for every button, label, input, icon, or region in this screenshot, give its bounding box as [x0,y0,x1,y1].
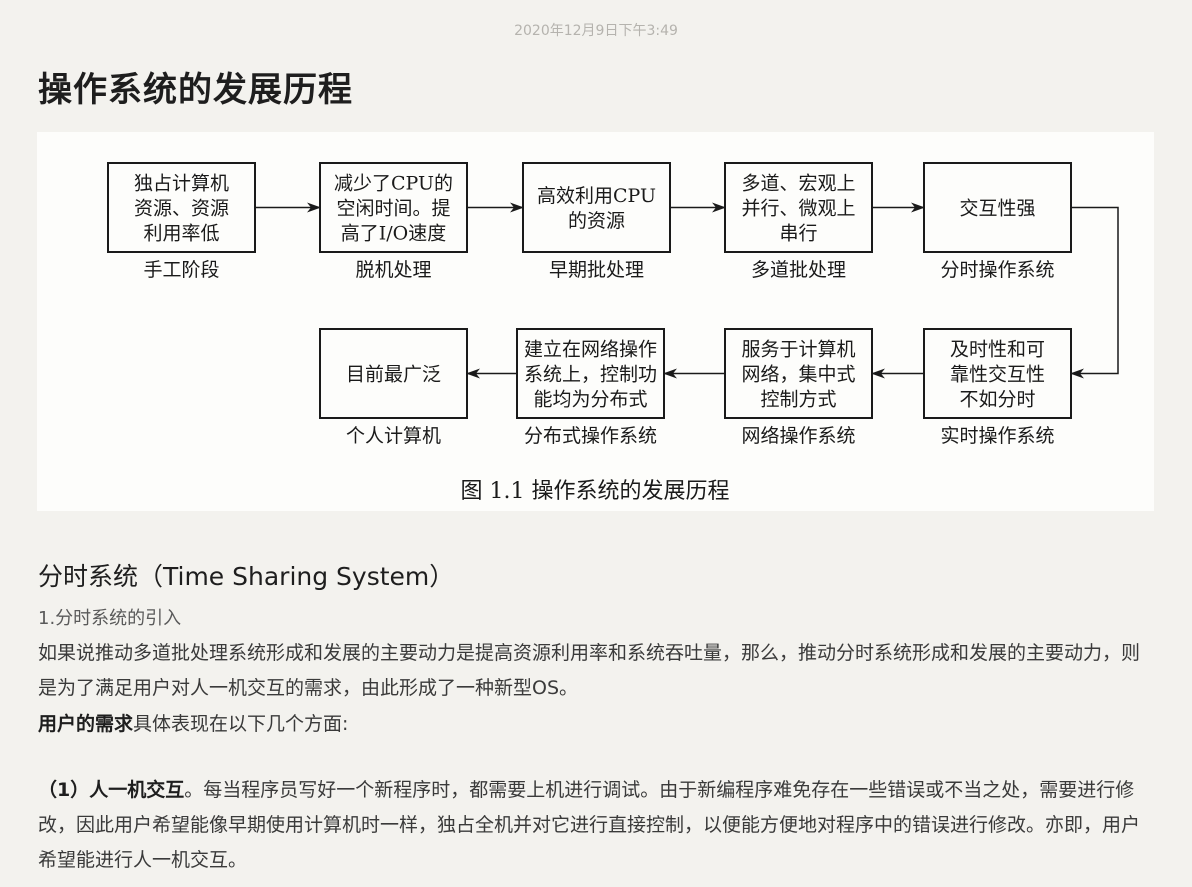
user-needs-paragraph: 用户的需求具体表现在以下几个方面: [38,707,1158,742]
flow-box-line: 减少了CPU的 [334,173,453,195]
flow-box-line: 并行、微观上 [741,198,855,220]
flow-box-line: 网络，集中式 [741,364,855,386]
flow-box-line: 控制方式 [760,389,836,411]
subsection-heading: 1.分时系统的引入 [38,608,182,629]
flow-box-line: 空闲时间。提 [336,198,450,220]
flow-box-bottom-2 [724,328,873,419]
flow-box-top-0 [107,162,256,253]
flow-box-bottom-0 [319,328,468,419]
flow-box-line: 高了I/O速度 [341,223,446,245]
flow-box-line: 高效利用CPU [537,185,656,207]
section-title: 分时系统（Time Sharing System） [38,562,455,591]
flow-box-bottom-3 [923,328,1072,419]
flow-box-line: 能均为分布式 [533,389,647,411]
intro-paragraph: 如果说推动多道批处理系统形成和发展的主要动力是提高资源利用率和系统吞吐量，那么，… [38,642,1141,699]
flow-box-line: 资源、资源 [134,198,229,220]
user-needs-bold: 用户的需求 [38,713,134,735]
flow-box-line: 的资源 [568,210,625,232]
flow-diagram: 独占计算机资源、资源利用率低手工阶段减少了CPU的空闲时间。提高了I/O速度脱机… [107,162,1119,504]
flow-stage-label: 早期批处理 [549,259,644,281]
flow-stage-label: 多道批处理 [751,259,846,281]
flow-stage-label: 手工阶段 [143,259,219,281]
flow-box-line: 交互性强 [959,198,1035,220]
interaction-text: 。每当程序员写好一个新程序时，都需要上机进行调试。由于新编程序难免存在一些错误或… [38,779,1141,871]
flow-box-top-1 [319,162,468,253]
flow-box-top-4 [923,162,1072,253]
note-timestamp: 2020年12月9日下午3:49 [514,23,678,39]
user-needs-text: 具体表现在以下几个方面: [133,713,349,735]
flow-box-line: 利用率低 [143,223,219,245]
os-history-figure[interactable]: 独占计算机资源、资源利用率低手工阶段减少了CPU的空闲时间。提高了I/O速度脱机… [37,132,1154,511]
interaction-bold: （1）人一机交互 [38,779,185,801]
flow-arrow-connector [1070,206,1119,379]
flow-box-line: 多道、宏观上 [741,173,855,195]
flow-box-line: 靠性交互性 [950,364,1045,386]
flow-box-top-3 [724,162,873,253]
flow-stage-label: 网络操作系统 [741,425,855,447]
flow-box-top-2 [522,162,671,253]
flow-stage-label: 实时操作系统 [940,425,1054,447]
flow-box-line: 独占计算机 [134,173,229,195]
flow-stage-label: 分时操作系统 [940,259,1054,281]
figure-caption: 图 1.1 操作系统的发展历程 [461,479,730,504]
flow-box-line: 服务于计算机 [741,339,855,361]
flow-box-line: 串行 [779,223,817,245]
flow-box-line: 建立在网络操作 [524,339,657,361]
flow-stage-label: 脱机处理 [355,259,431,281]
flow-box-bottom-1 [516,328,665,419]
page-title: 操作系统的发展历程 [38,70,353,110]
flow-stage-label: 分布式操作系统 [524,425,657,447]
flow-box-line: 不如分时 [959,389,1035,411]
flow-box-line: 及时性和可 [950,339,1045,361]
flow-box-line: 系统上，控制功 [524,364,657,386]
flow-box-line: 目前最广泛 [346,364,441,386]
flow-stage-label: 个人计算机 [346,425,441,447]
interaction-paragraph: （1）人一机交互。每当程序员写好一个新程序时，都需要上机进行调试。由于新编程序难… [38,773,1158,878]
